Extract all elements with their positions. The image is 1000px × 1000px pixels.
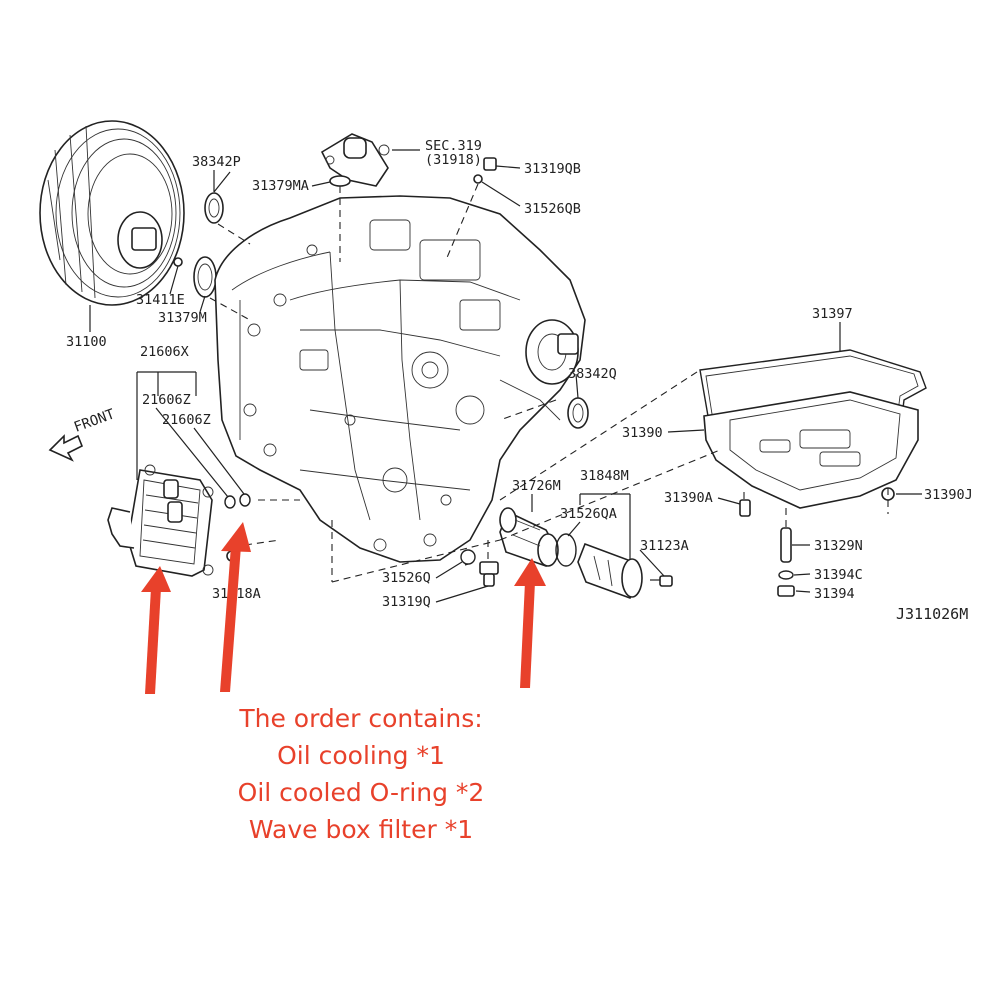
note-item-oil-cooling: Oil cooling *1 <box>277 741 445 770</box>
diagram-code: J311026M <box>896 605 968 623</box>
plug-31319Q <box>479 561 499 587</box>
label-31394: 31394 <box>814 586 855 602</box>
label-38342Q: 38342Q <box>568 366 617 382</box>
note-title: The order contains: <box>239 704 483 733</box>
label-sec319: SEC.319 <box>425 138 482 154</box>
order-contents-note: The order contains: Oil cooling *1 Oil c… <box>0 700 722 848</box>
label-31379MA: 31379MA <box>252 178 309 194</box>
leader-lines <box>89 149 922 603</box>
note-item-filter: Wave box filter *1 <box>248 815 474 844</box>
note-item-oring: Oil cooled O-ring *2 <box>237 778 485 807</box>
label-31329N: 31329N <box>814 538 863 554</box>
filter-31726M <box>499 507 559 567</box>
torque-converter <box>39 120 185 306</box>
label-31726M: 31726M <box>512 478 561 494</box>
pin-31411E <box>173 257 183 267</box>
arrow-oil-cooler-oring <box>220 522 251 692</box>
plug-31319QB <box>483 157 497 171</box>
label-31379M: 31379M <box>158 310 207 326</box>
bolt-31390A <box>739 499 751 517</box>
label-21606Z-a: 21606Z <box>142 392 191 408</box>
front-arrow <box>48 434 84 462</box>
arrow-oil-cooler <box>141 566 171 694</box>
label-31848M: 31848M <box>580 468 629 484</box>
oil-cooler <box>107 464 214 577</box>
oring-21606Z-a <box>224 495 236 509</box>
seal-31379M <box>193 256 217 298</box>
label-21606X: 21606X <box>140 344 189 360</box>
seal-38342P <box>204 192 224 224</box>
label-front: FRONT <box>72 406 118 436</box>
oring-21606Z-b <box>239 493 251 507</box>
oring-31379MA <box>329 175 351 187</box>
label-31100: 31100 <box>66 334 107 350</box>
label-31394C: 31394C <box>814 567 863 583</box>
drain-plug-31394 <box>777 585 795 597</box>
label-31319Q: 31319Q <box>382 594 431 610</box>
label-31319QB: 31319QB <box>524 161 581 177</box>
label-31397: 31397 <box>812 306 853 322</box>
washer-31526Q <box>460 549 476 565</box>
label-31526QA: 31526QA <box>560 506 617 522</box>
label-31390A: 31390A <box>664 490 713 506</box>
label-21606Z-b: 21606Z <box>162 412 211 428</box>
label-31526QB: 31526QB <box>524 201 581 217</box>
highlight-arrows <box>141 522 546 694</box>
washer-31526QB <box>473 174 483 184</box>
label-31123A: 31123A <box>640 538 689 554</box>
filter-housing-31848M <box>577 542 643 599</box>
label-31526Q: 31526Q <box>382 570 431 586</box>
label-31390: 31390 <box>622 425 663 441</box>
seal-38342Q <box>567 397 589 429</box>
dashed-assembly-lines <box>209 183 889 583</box>
oring-31526QA <box>555 533 577 567</box>
label-38342P: 38342P <box>192 154 241 170</box>
arrow-filter <box>514 558 546 688</box>
label-31390J: 31390J <box>924 487 973 503</box>
tube-31329N <box>780 527 792 563</box>
label-sec319-sub: (31918) <box>425 152 482 168</box>
sensor-sec319 <box>320 133 390 187</box>
gasket-31394C <box>778 570 794 580</box>
transmission-case <box>214 195 586 563</box>
label-31411E: 31411E <box>136 292 185 308</box>
bolt-31123A <box>650 575 673 587</box>
